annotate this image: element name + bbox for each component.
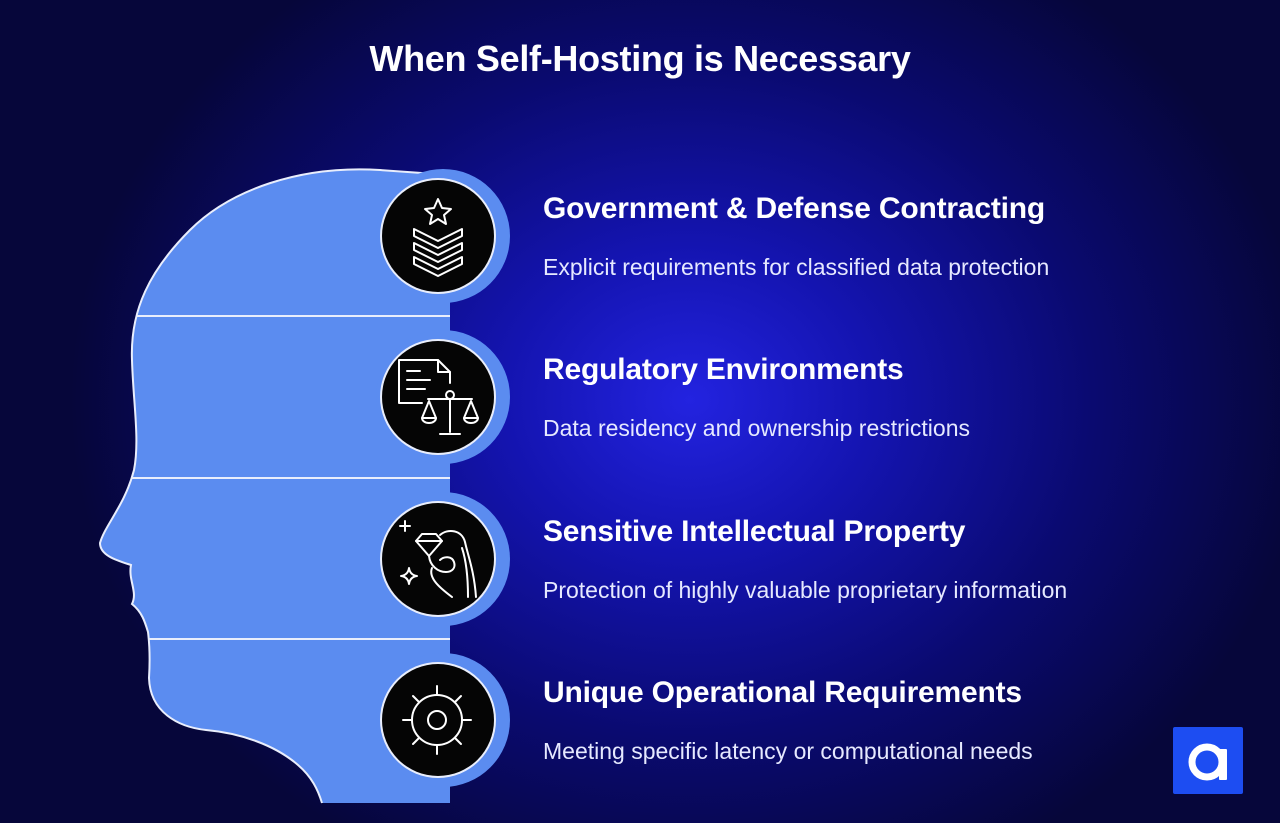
item-description: Protection of highly valuable proprietar… <box>543 577 1068 603</box>
icon-badge-3 <box>376 492 510 626</box>
item-heading: Sensitive Intellectual Property <box>543 515 966 548</box>
icon-badge-4 <box>376 653 510 787</box>
brand-logo-icon <box>1188 743 1227 781</box>
item-heading: Unique Operational Requirements <box>543 676 1022 709</box>
gear-icon <box>402 685 472 755</box>
item-description: Data residency and ownership restriction… <box>543 415 970 441</box>
list-item-government: Government & Defense Contracting Explici… <box>543 192 1243 281</box>
item-heading: Government & Defense Contracting <box>543 192 1046 225</box>
item-description: Meeting specific latency or computationa… <box>543 738 1033 764</box>
icon-badge-2 <box>376 330 510 464</box>
list-item-intellectual-property: Sensitive Intellectual Property Protecti… <box>543 515 1243 604</box>
legal-document-scales-icon <box>398 359 479 435</box>
item-heading: Regulatory Environments <box>543 353 904 386</box>
list-item-operational: Unique Operational Requirements Meeting … <box>543 676 1243 765</box>
item-description: Explicit requirements for classified dat… <box>543 254 1050 280</box>
page-title: When Self-Hosting is Necessary <box>369 38 911 79</box>
list-item-regulatory: Regulatory Environments Data residency a… <box>543 353 1243 442</box>
hand-holding-diamond-icon <box>399 520 477 598</box>
military-rank-icon <box>413 198 463 277</box>
icon-badge-1 <box>376 169 510 303</box>
brand-logo <box>1173 727 1243 794</box>
